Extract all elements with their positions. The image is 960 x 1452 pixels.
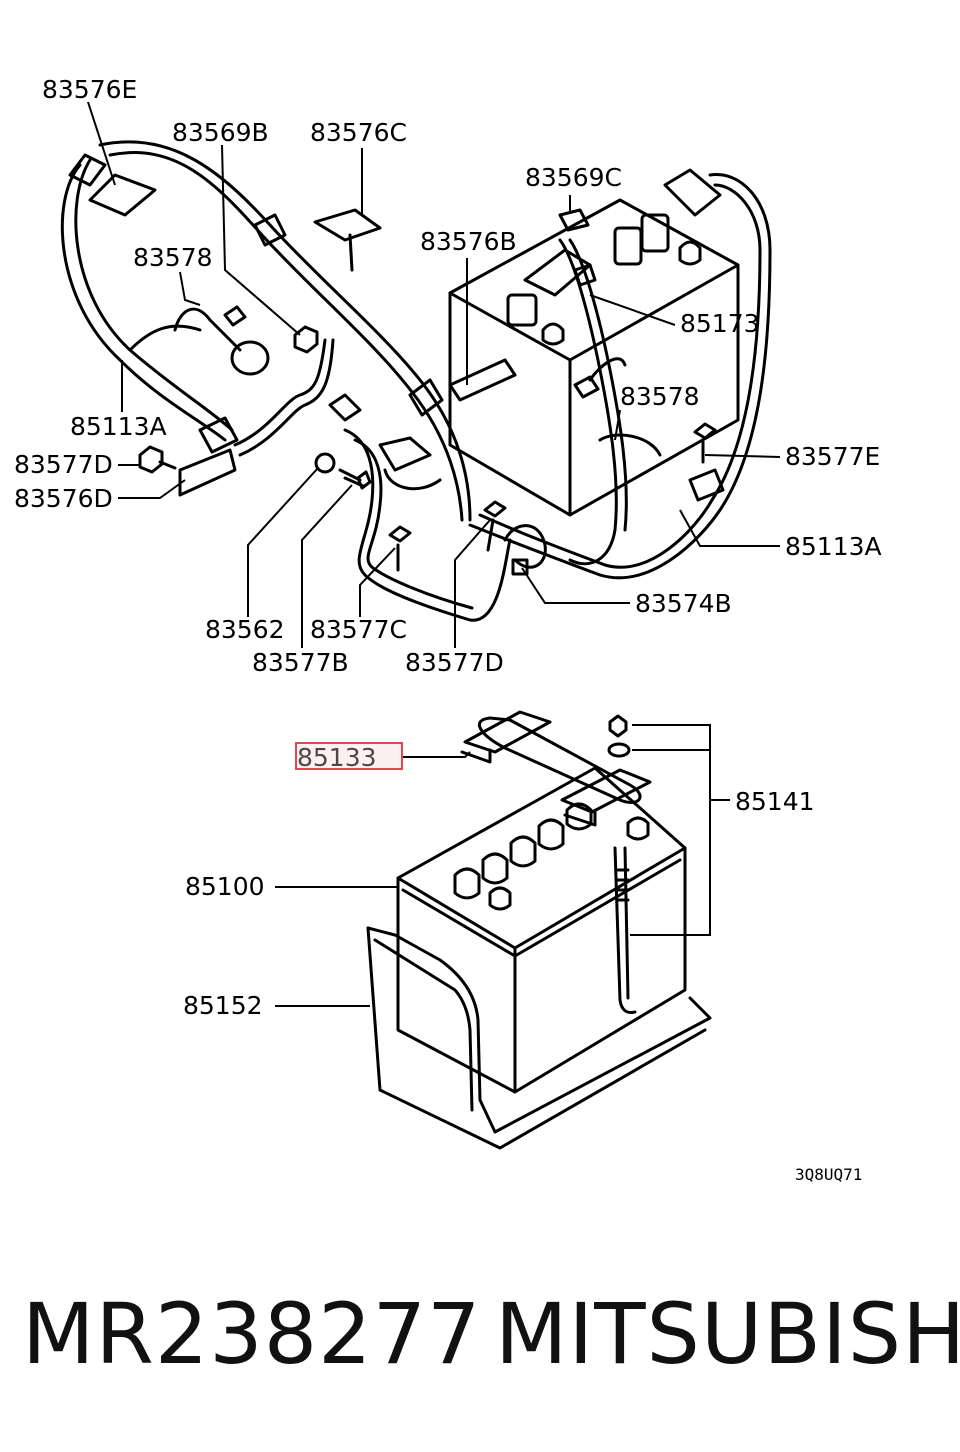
footer: MR238277 MITSUBISHI bbox=[0, 1285, 960, 1405]
drawing-code: 3Q8UQ71 bbox=[795, 1165, 862, 1184]
upper-battery bbox=[448, 198, 740, 517]
callout-83569C: 83569C bbox=[525, 163, 622, 192]
callout-85113A-right: 85113A bbox=[785, 532, 882, 561]
callout-83577D-bottom: 83577D bbox=[405, 648, 504, 677]
callout-83577B: 83577B bbox=[252, 648, 349, 677]
callout-83576E: 83576E bbox=[42, 75, 137, 104]
highlight-box bbox=[295, 742, 403, 770]
part-number: MR238277 bbox=[22, 1285, 482, 1383]
callout-85100: 85100 bbox=[185, 872, 265, 901]
brand-name: MITSUBISHI bbox=[495, 1285, 960, 1383]
callout-83577C: 83577C bbox=[310, 615, 407, 644]
callout-83562: 83562 bbox=[205, 615, 285, 644]
callout-83578-lower: 83578 bbox=[620, 382, 700, 411]
callout-83576D: 83576D bbox=[14, 484, 113, 513]
callout-85141: 85141 bbox=[735, 787, 815, 816]
callout-83578-upper: 83578 bbox=[133, 243, 213, 272]
callout-85113A-left: 85113A bbox=[70, 412, 167, 441]
lower-battery-assembly bbox=[366, 710, 712, 1150]
callout-83574B: 83574B bbox=[635, 589, 732, 618]
cable-85113a-left bbox=[60, 140, 472, 522]
callout-83576B: 83576B bbox=[420, 227, 517, 256]
callout-85133: 85133 bbox=[297, 743, 377, 772]
callout-83569B: 83569B bbox=[172, 118, 269, 147]
callout-83577E: 83577E bbox=[785, 442, 880, 471]
parts-diagram: 83576E 83569B 83576C 83569C 83576B 83578… bbox=[14, 75, 882, 1184]
callout-83577D-left: 83577D bbox=[14, 450, 113, 479]
callout-83576C: 83576C bbox=[310, 118, 407, 147]
callout-85173: 85173 bbox=[680, 309, 760, 338]
callout-85152: 85152 bbox=[183, 991, 263, 1020]
